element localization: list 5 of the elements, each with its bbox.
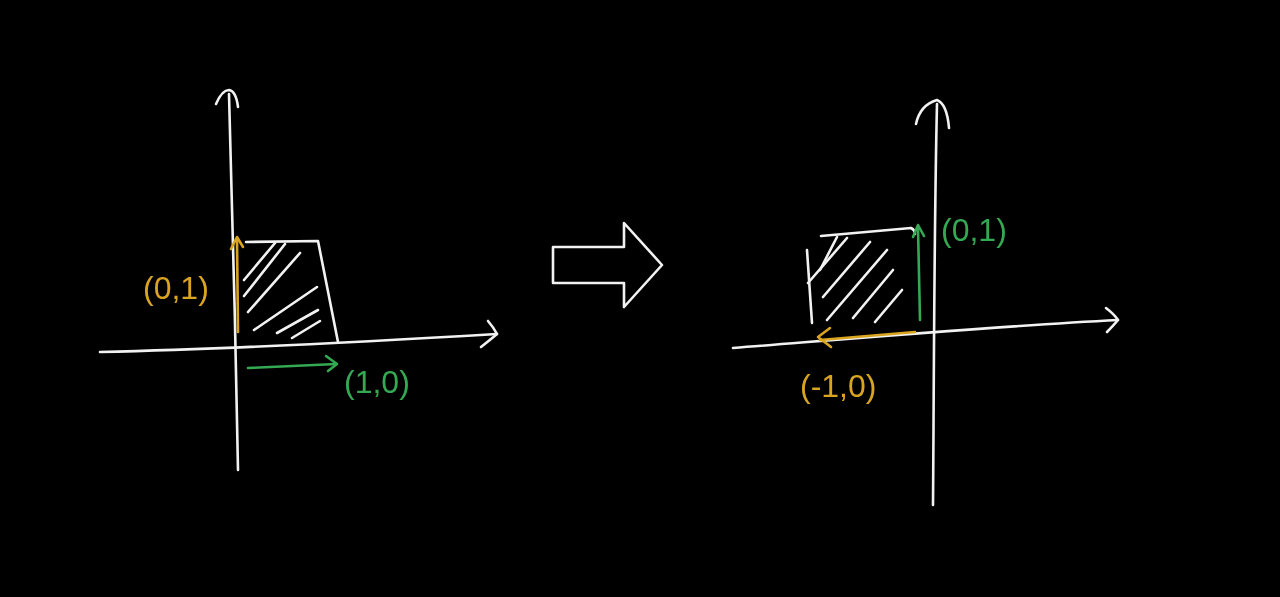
vector-label: (0,1)	[143, 270, 209, 307]
block-arrow	[551, 221, 664, 309]
vector-label: (1,0)	[344, 364, 410, 401]
vector-label: (-1,0)	[800, 368, 877, 405]
vector-label: (0,1)	[941, 212, 1007, 249]
